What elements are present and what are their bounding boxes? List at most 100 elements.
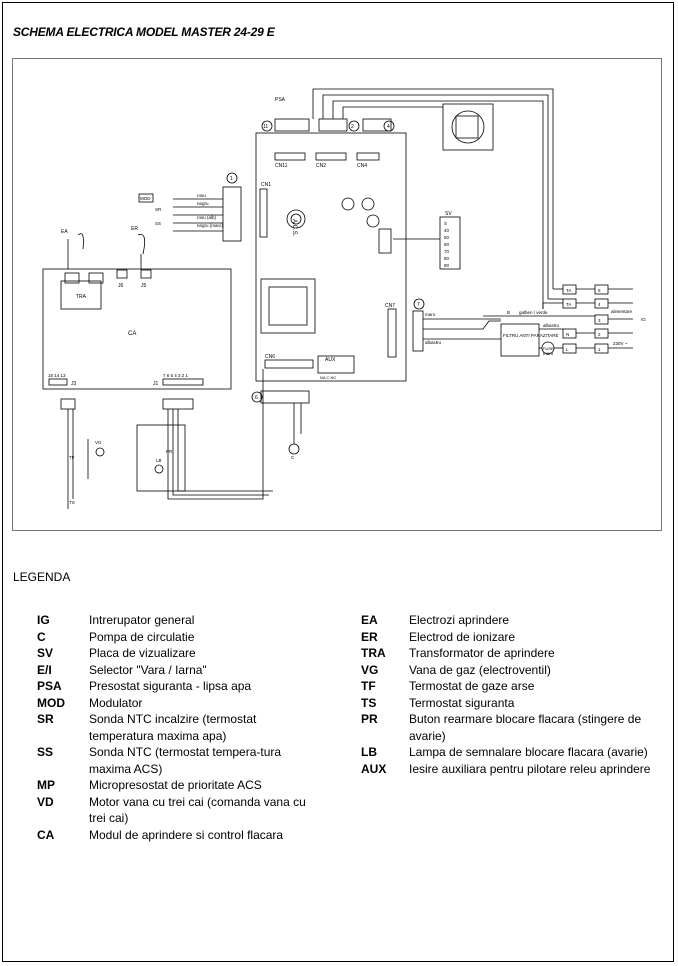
legend-item-er: ER Electrod de ionizare <box>361 629 651 646</box>
marker-7: 7 <box>417 302 420 308</box>
legend-item-ca: CA Modul de aprindere si control flacara <box>37 827 307 844</box>
pr-label: PR <box>166 449 173 454</box>
j3-pins-label: 15 14 13 <box>48 373 66 378</box>
tra-label: TRA <box>76 294 87 300</box>
cn2-label: CN2 <box>316 163 326 169</box>
main-board <box>255 132 407 382</box>
legend-desc: Transformator de aprindere <box>409 646 555 660</box>
maro-label-2: maro <box>425 312 436 317</box>
transformer-box <box>60 280 102 310</box>
legend-desc: Modulator <box>89 695 143 710</box>
ta-label-2: TA <box>566 302 571 307</box>
maro-label: maro <box>543 351 554 356</box>
legend-code: MOD <box>37 695 65 710</box>
alimentare-label: alimentare <box>611 309 633 314</box>
b-label: B <box>507 310 510 315</box>
l-label: L <box>566 347 569 352</box>
legend-item-ts: TS Termostat siguranta <box>361 695 651 712</box>
marker-6: 6 <box>255 395 258 401</box>
j1-label: J1 <box>153 381 159 387</box>
marker-4: 4 <box>387 124 390 130</box>
negru-label: negru <box>197 201 209 206</box>
legend-code: VD <box>37 794 54 809</box>
marker-2: 2 <box>351 124 354 130</box>
terminal-1: 1 <box>598 347 601 352</box>
legend-code: TF <box>361 679 376 693</box>
legend-code: MP <box>37 778 55 792</box>
ss-label: SS <box>155 221 161 226</box>
tf-label: TF <box>69 455 75 460</box>
legend-desc: Vana de gaz (electroventil) <box>409 662 551 677</box>
legend-desc: Pompa de circulatie <box>89 629 195 644</box>
legend-code: AUX <box>361 761 387 776</box>
aux-label: AUX <box>325 357 336 363</box>
acs-label: A.C.S. <box>291 219 297 237</box>
sv-tick-2: 50 <box>444 235 450 240</box>
terminal-3: 3 <box>598 318 601 323</box>
legend-desc: Selector "Vara / Iarna" <box>89 662 207 677</box>
cn7-label: CN7 <box>385 303 395 309</box>
er-label: ER <box>131 226 138 232</box>
legend-desc: Placa de vizualizare <box>89 646 196 660</box>
legend-code: SR <box>37 712 54 726</box>
legend-item-tf: TF Termostat de gaze arse <box>361 678 651 695</box>
legend-desc: Buton rearmare blocare flacara (stingere… <box>409 712 642 743</box>
rosu-label: rosu <box>197 193 206 198</box>
legend-code: SS <box>37 745 54 759</box>
terminal-2: 2 <box>598 332 601 337</box>
page-title: SCHEMA ELECTRICA MODEL MASTER 24-29 E <box>13 25 275 39</box>
filtru-label: FILTRU ANTI PARAZITARE <box>503 333 559 338</box>
n-label: N <box>566 332 569 337</box>
ig-label: IG <box>641 317 646 322</box>
cn1-label: CN1 <box>261 182 271 188</box>
negru-maro-label: negru (maro) <box>197 223 224 228</box>
ts-label: TS <box>69 500 75 505</box>
legend-code: ER <box>361 629 378 644</box>
j3-label: J3 <box>71 381 77 387</box>
wiring-diagram-svg: PSA CA TRA EA ER J6 J5 15 14 13 7 6 5 4 … <box>42 88 646 509</box>
ea-label: EA <box>61 229 68 235</box>
cn11-label: CN11 <box>275 163 288 169</box>
ta-label-1: TA <box>566 288 571 293</box>
legend-desc: Iesire auxiliara pentru pilotare releu a… <box>409 761 651 776</box>
legend-desc: Lampa de semnalare blocare flacara (avar… <box>409 745 648 759</box>
legend-code: IG <box>37 613 50 627</box>
sv-label: SV <box>445 211 452 217</box>
legend-code: E/I <box>37 662 52 677</box>
legend-code: CA <box>37 827 55 842</box>
legend-code: TS <box>361 695 377 710</box>
legend-desc: Electrod de ionizare <box>409 629 516 644</box>
j1-pins-label: 7 6 5 4 3 2 1 <box>163 373 189 378</box>
cn6-label: CN6 <box>265 354 275 360</box>
legend-item-aux: AUX Iesire auxiliara pentru pilotare rele… <box>361 761 651 778</box>
legend-item-mod: MOD Modulator <box>37 695 307 712</box>
legend-title: LEGENDA <box>13 570 71 584</box>
legend-desc: Termostat siguranta <box>409 695 515 710</box>
sv-tick-5: 80 <box>444 256 450 261</box>
legend-item-lb: LB Lampa de semnalare blocare flacara (av… <box>361 744 651 761</box>
legend-desc: Sonda NTC (termostat tempera-tura maxima… <box>89 745 282 776</box>
sr-label: SR <box>155 207 162 212</box>
cn4-label: CN4 <box>357 163 367 169</box>
sv-tick-3: 60 <box>444 242 450 247</box>
marker-1: 1 <box>230 176 233 182</box>
rosu-alb-label: rosu (alb) <box>197 215 217 220</box>
wiring-diagram: PSA CA TRA EA ER J6 J5 15 14 13 7 6 5 4 … <box>12 58 662 531</box>
legend-desc: Termostat de gaze arse <box>409 679 535 693</box>
psa-label: PSA <box>275 97 286 103</box>
terminal-5: 5 <box>598 288 601 293</box>
sv-tick-0: S <box>444 221 447 226</box>
legend-code: LB <box>361 745 377 759</box>
legend-desc: Modul de aprindere si control flacara <box>89 827 284 842</box>
legend-item-ss: SS Sonda NTC (termostat tempera-tura maxi… <box>37 744 307 777</box>
